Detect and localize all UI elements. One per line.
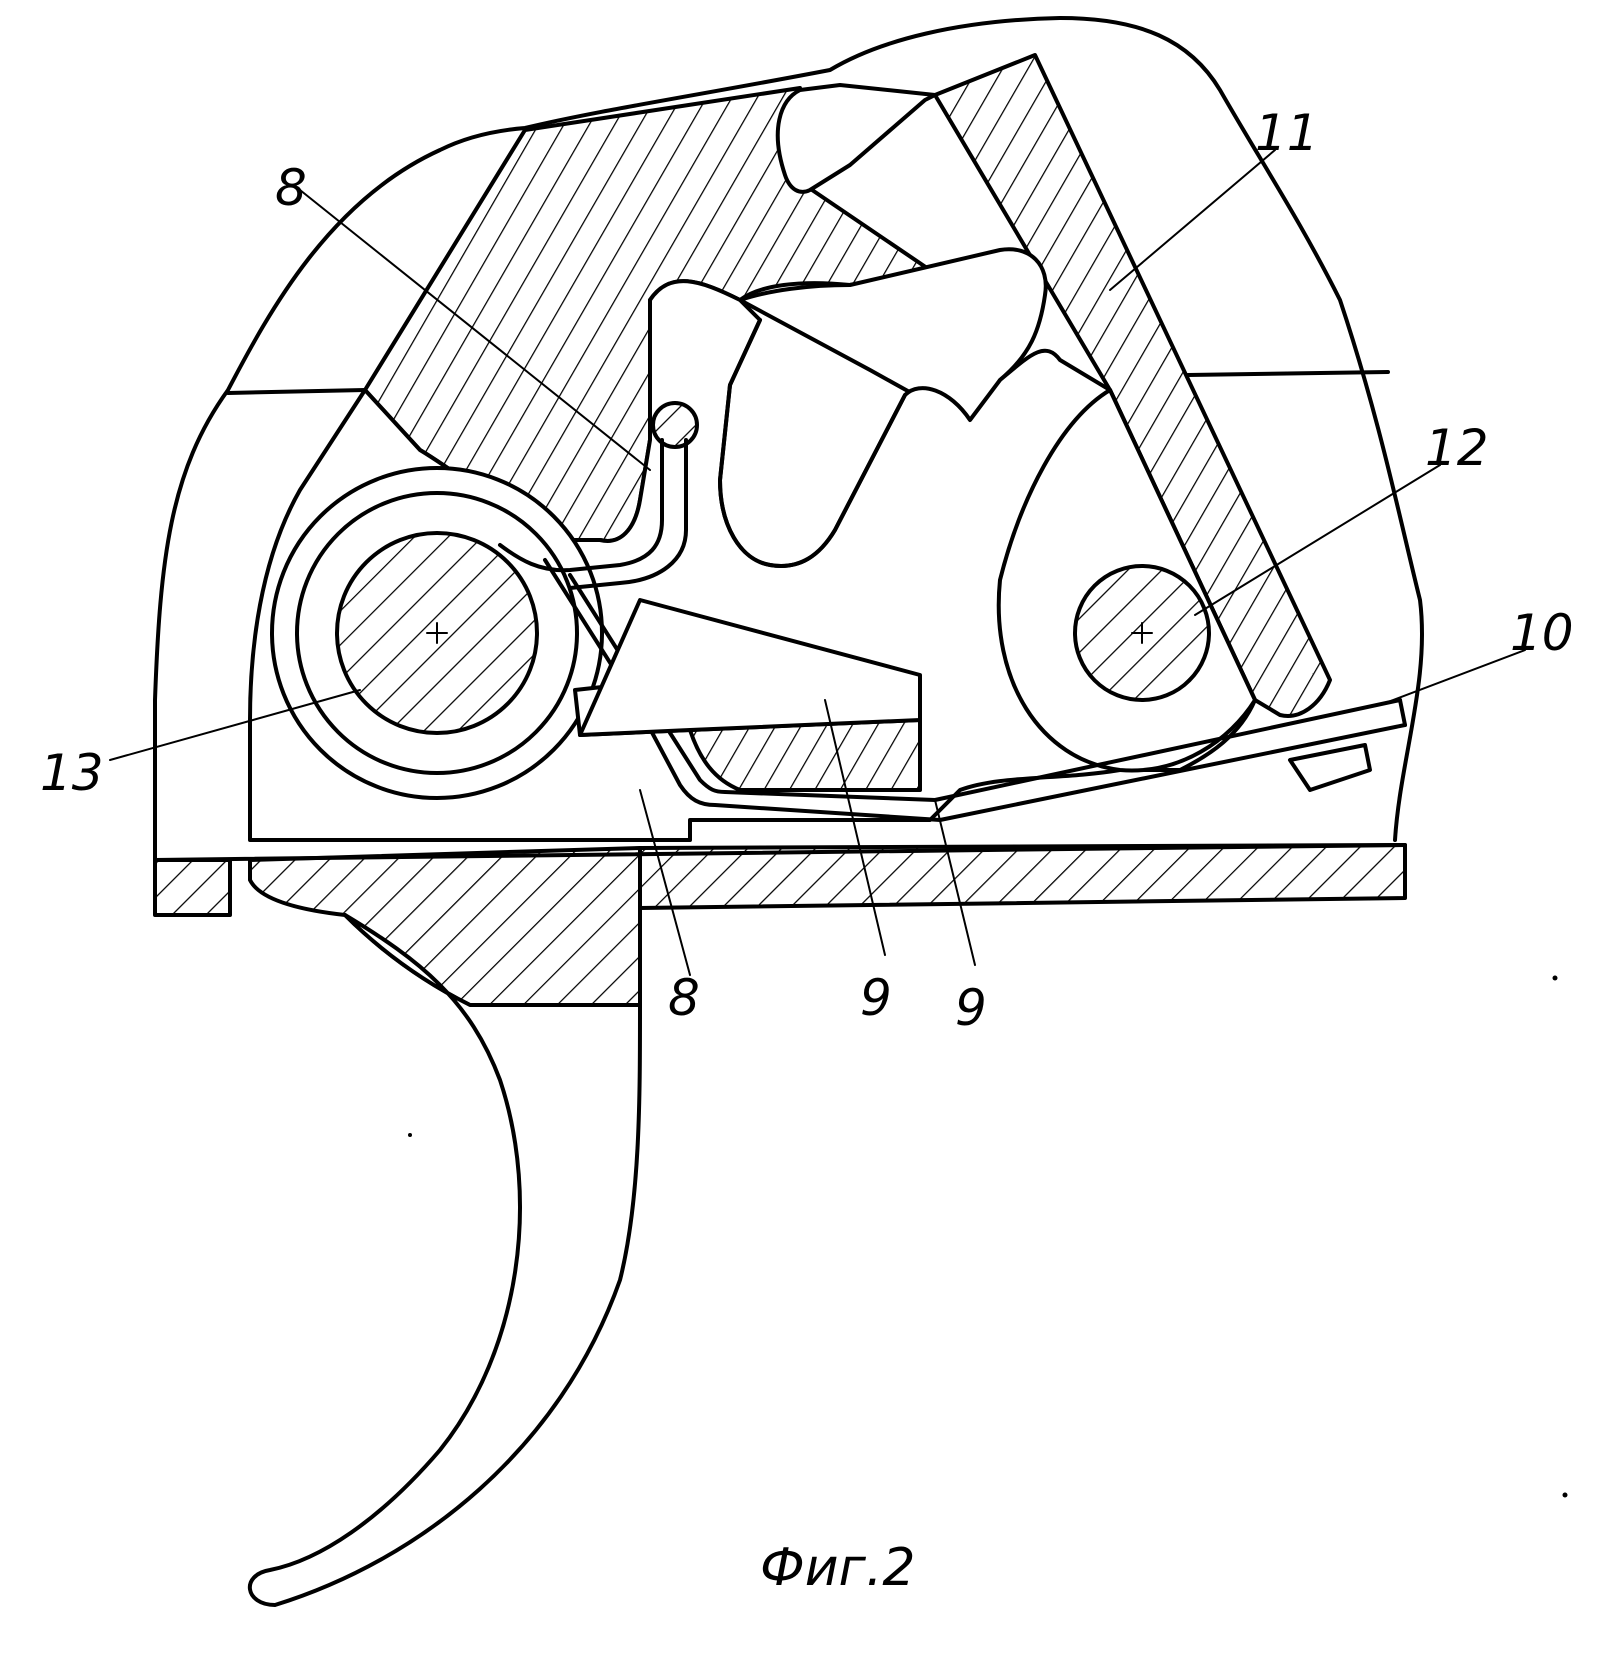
base-rail-left (153, 858, 232, 917)
leader-11 (1109, 149, 1276, 291)
frame-slot (718, 318, 907, 568)
figure-caption: Фиг.2 (760, 1538, 916, 1598)
spring-arm-descending (543, 558, 1407, 822)
spring-arm-tip (1398, 698, 1407, 727)
pivot-pin-13-center-mark (426, 622, 448, 644)
sear-wedge (578, 598, 922, 737)
label-10: 10 (1510, 604, 1574, 662)
housing-outline (153, 16, 1425, 862)
trigger-blade (248, 913, 642, 1607)
label-12: 12 (1425, 419, 1489, 477)
leader-8-bottom (639, 789, 691, 976)
scan-dot (1562, 1492, 1568, 1498)
hook-top (775, 83, 937, 194)
label-8-bottom: 8 (668, 969, 700, 1027)
spring-leg-8-upper-b (568, 438, 688, 590)
right-end-block (1288, 743, 1372, 792)
leader-10 (1379, 649, 1526, 706)
label-8-top: 8 (275, 159, 307, 217)
hatched-bar-9 (688, 718, 922, 792)
leader-9-right (934, 799, 976, 966)
spring-coil-inner (295, 491, 579, 775)
pivot-pin-12-center-mark (1131, 622, 1153, 644)
label-9-right: 9 (955, 979, 987, 1037)
leader-13 (109, 689, 361, 761)
label-13: 13 (40, 744, 104, 802)
leader-9-left (824, 699, 886, 956)
leader-12 (1194, 464, 1441, 616)
section-line-right (1186, 370, 1390, 377)
section-line-left (226, 388, 367, 395)
spring-leg-8-upper (498, 438, 664, 573)
base-line (153, 843, 1407, 862)
small-pin (651, 401, 699, 449)
scan-dot (408, 1133, 412, 1137)
scan-dot (1552, 975, 1558, 981)
leader-8-top (299, 189, 651, 471)
trigger-body-hatched (248, 846, 642, 1007)
hatched-lever-11 (933, 53, 1332, 718)
spring-arm-descending-b (568, 573, 1402, 802)
label-11: 11 (1255, 104, 1319, 162)
label-9-left: 9 (860, 969, 892, 1027)
